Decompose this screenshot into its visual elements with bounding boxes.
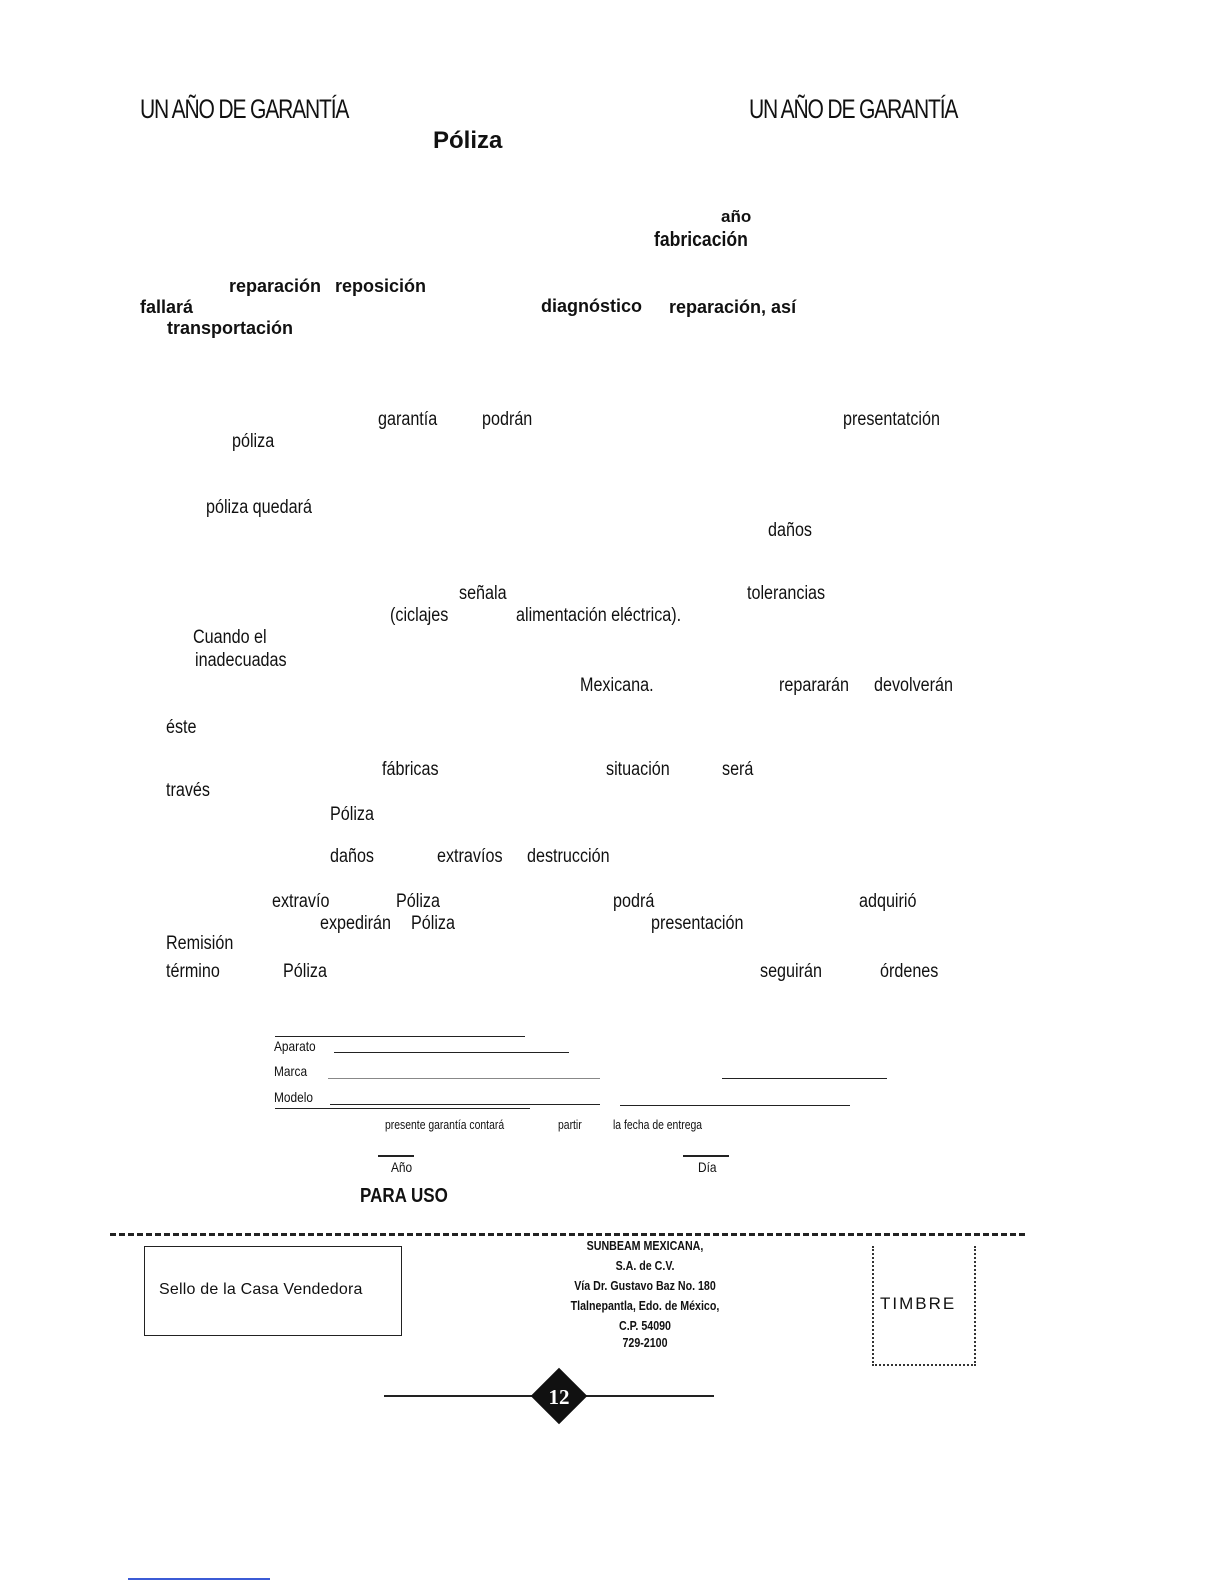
text-fragment: diagnóstico [541,296,643,316]
text-fragment: año [721,207,752,226]
sello-label: Sello de la Casa Vendedora [159,1281,363,1298]
modelo-line[interactable] [330,1104,600,1105]
text-fragment: fallará [140,297,194,317]
anio-line[interactable] [378,1155,414,1157]
text-fragment: póliza [232,431,275,452]
text-fragment: presentatción [843,409,940,430]
text-fragment: fábricas [382,759,439,780]
cut-line [110,1233,1025,1236]
text-fragment: tolerancias [747,583,826,604]
text-fragment: órdenes [880,961,939,982]
company-phone: 729-2100 [622,1335,668,1350]
text-fragment: Póliza [283,961,327,982]
text-fragment: éste [166,717,197,738]
text-fragment: fabricación [654,229,748,251]
text-fragment: extravío [272,891,330,912]
bottom-link-underline [128,1578,270,1580]
timbre-box: TIMBRE [872,1246,976,1366]
text-fragment: Remisión [166,933,234,954]
anio-label: Año [391,1159,413,1175]
form-line-right-1[interactable] [722,1078,887,1079]
text-fragment: repararán [779,675,850,696]
text-fragment: presentación [651,913,744,934]
text-fragment: destrucción [527,846,610,867]
text-fragment: transportación [167,318,294,338]
text-fragment: través [166,780,210,801]
text-fragment: seguirán [760,961,822,982]
text-fragment: (ciclajes [390,605,449,626]
text-fragment: será [722,759,754,780]
text-fragment: reparación, así [669,297,797,317]
marca-line[interactable] [328,1078,600,1079]
text-fragment: reparación [229,276,322,296]
text-fragment: Cuando el [193,627,267,648]
page-title: Póliza [433,127,503,154]
warranty-note-3: la fecha de entrega [613,1117,703,1132]
text-fragment: reposición [335,276,427,296]
text-fragment: extravíos [437,846,503,867]
text-fragment: devolverán [874,675,954,696]
form-rule [275,1108,530,1109]
text-fragment: Póliza [411,913,455,934]
aparato-line[interactable] [334,1052,569,1053]
company-type: S.A. de C.V. [615,1258,675,1273]
text-fragment: podrá [613,891,655,912]
company-street: Vía Dr. Gustavo Baz No. 180 [574,1278,716,1293]
text-fragment: adquirió [859,891,917,912]
warranty-note-1: presente garantía contará [385,1117,505,1132]
text-fragment: Póliza [330,804,374,825]
text-fragment: garantía [378,409,438,430]
text-fragment: expedirán [320,913,391,934]
warranty-note-2: partir [558,1117,582,1132]
sello-box: Sello de la Casa Vendedora [144,1246,402,1336]
header-left: UN AÑO DE GARANTÍA [140,94,349,124]
modelo-label: Modelo [274,1089,314,1105]
company-name: SUNBEAM MEXICANA, [586,1238,704,1253]
text-fragment: inadecuadas [195,650,287,671]
header-right: UN AÑO DE GARANTÍA [749,94,958,124]
text-fragment: daños [768,520,813,541]
text-fragment: alimentación eléctrica). [516,605,682,626]
dia-label: Día [698,1159,717,1175]
form-rule [275,1036,525,1037]
company-city: Tlalnepantla, Edo. de México, [570,1298,720,1313]
text-fragment: daños [330,846,375,867]
text-fragment: señala [459,583,507,604]
marca-label: Marca [274,1063,308,1079]
text-fragment: Póliza [396,891,440,912]
para-uso-label: PARA USO [360,1185,448,1207]
page-number: 12 [548,1385,570,1409]
aparato-label: Aparato [274,1038,316,1054]
text-fragment: término [166,961,220,982]
text-fragment: podrán [482,409,533,430]
form-line-right-2[interactable] [620,1105,850,1106]
text-fragment: Mexicana. [580,675,654,696]
text-fragment: póliza quedará [206,497,312,518]
dia-line[interactable] [683,1155,729,1157]
text-fragment: situación [606,759,670,780]
timbre-label: TIMBRE [880,1294,957,1313]
company-zip: C.P. 54090 [619,1318,671,1333]
